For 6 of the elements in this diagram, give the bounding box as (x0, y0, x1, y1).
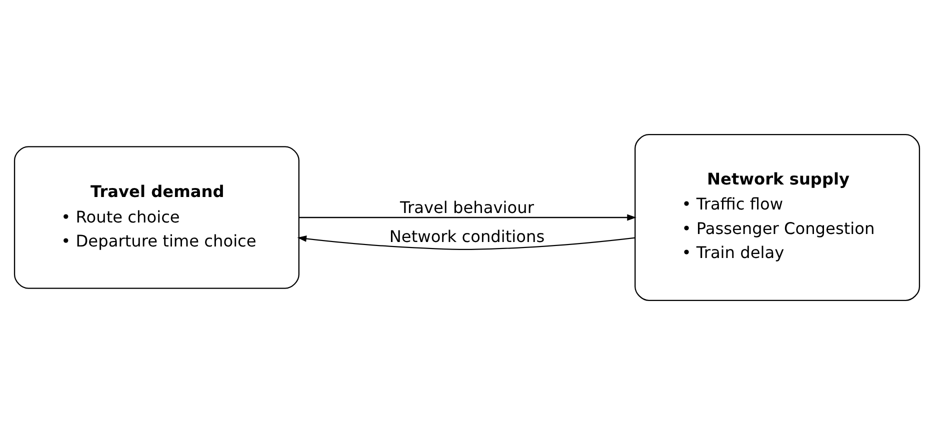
node-box: Travel demand • Route choice • Departure time choice (14, 146, 300, 288)
edge-label: Travel behaviour (400, 198, 534, 217)
edge-label: Network conditions (389, 226, 545, 246)
arrow (298, 214, 636, 220)
arrow (297, 234, 636, 250)
node-box: Network supply • Traffic flow • Passenger Congestion • Train delay (634, 134, 920, 300)
